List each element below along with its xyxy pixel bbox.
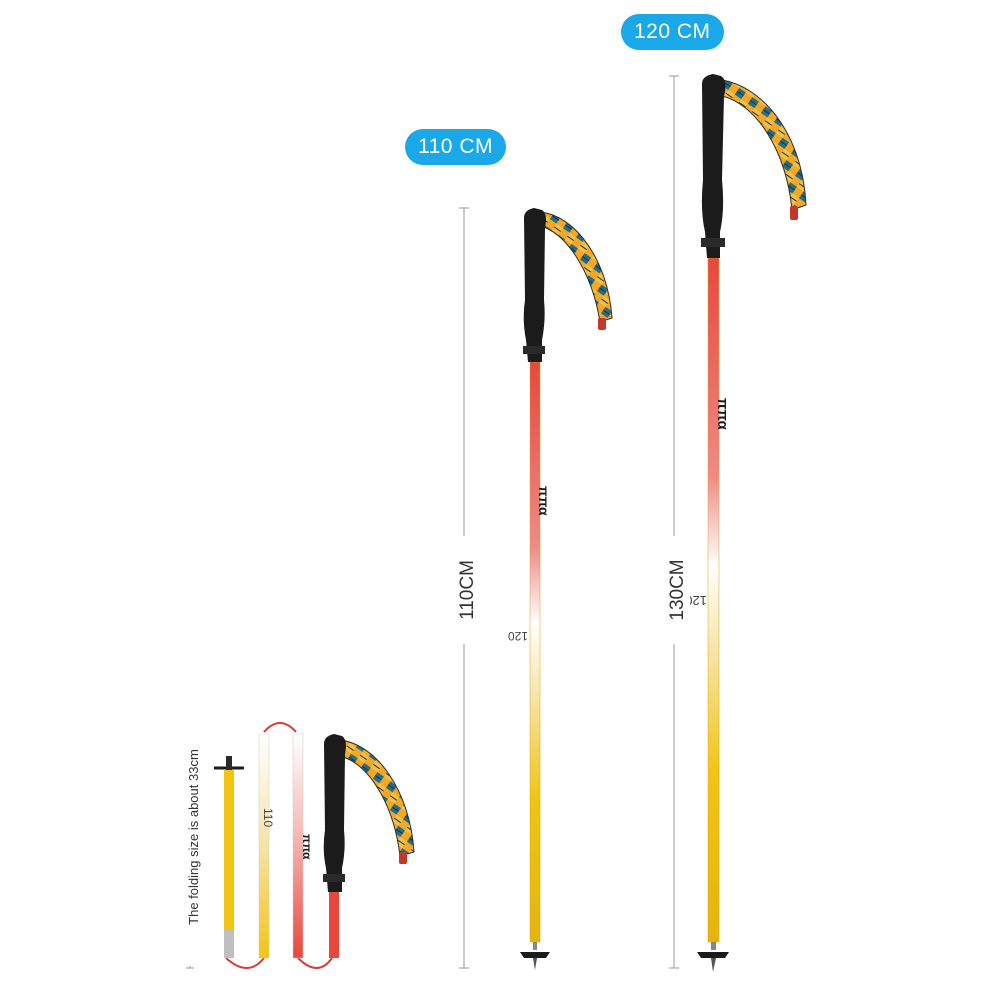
length-badge-120: 120 CM: [621, 14, 724, 50]
length-badge-110: 110 CM: [405, 129, 506, 165]
dimension-label-110: 110CM: [456, 536, 480, 644]
folded-size-note: The folding size is about 33cm: [185, 708, 203, 966]
pole-basket: [520, 952, 550, 958]
size-mark: 110: [261, 808, 275, 827]
brand-mark: ππα: [714, 398, 731, 431]
brand-mark: ππα: [300, 834, 314, 860]
folded-pole: 110 ππα: [214, 722, 415, 969]
dimension-line-130: [669, 75, 679, 969]
size-mark: 120: [508, 629, 528, 643]
pole-130: ππα 120: [685, 74, 807, 972]
pole-110: ππα 120: [508, 208, 613, 970]
pole-basket: [697, 952, 729, 958]
wrist-strap: [539, 211, 613, 323]
wrist-strap: [721, 79, 807, 211]
grip: [701, 74, 726, 258]
wrist-strap: [339, 739, 415, 857]
brand-mark: ππα: [536, 486, 552, 516]
grip: [523, 208, 546, 362]
dimension-label-130: 130CM: [666, 536, 690, 644]
grip: [323, 734, 346, 892]
size-mark: 120: [685, 593, 707, 608]
